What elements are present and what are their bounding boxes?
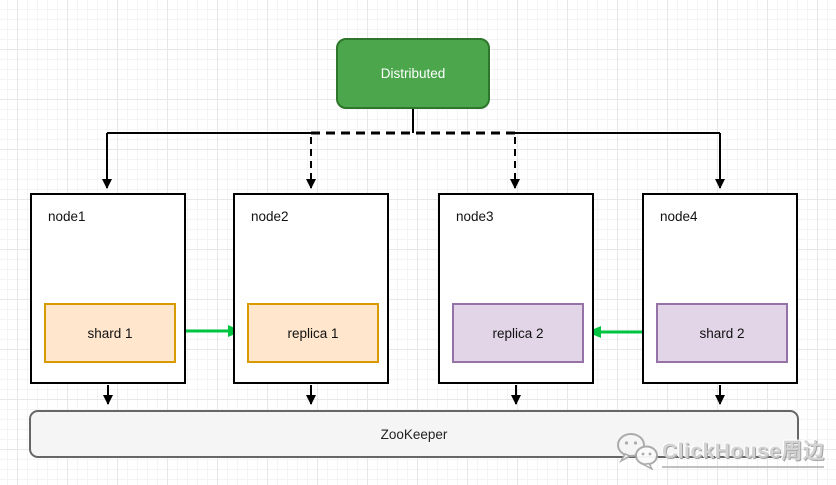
watermark: ClickHouse周边 (616, 430, 828, 472)
shard1-label: shard 1 (87, 325, 133, 341)
shard2-box: shard 2 (656, 303, 788, 363)
node4-label: node4 (660, 209, 698, 224)
watermark-text: ClickHouse周边 (662, 435, 825, 468)
replica2-box: replica 2 (452, 303, 584, 363)
node3-label: node3 (456, 209, 494, 224)
wechat-icon (617, 433, 658, 470)
distributed-label: Distributed (380, 66, 446, 81)
replica1-label: replica 1 (287, 325, 339, 341)
shard2-label: shard 2 (699, 325, 745, 341)
node1-label: node1 (48, 209, 86, 224)
node2-label: node2 (251, 209, 289, 224)
node2-box: node2 replica 1 (233, 193, 389, 384)
shard1-box: shard 1 (44, 303, 176, 363)
node4-box: node4 shard 2 (642, 193, 798, 384)
replica1-box: replica 1 (247, 303, 379, 363)
replica2-label: replica 2 (492, 325, 544, 341)
node3-box: node3 replica 2 (438, 193, 594, 384)
distributed-box: Distributed (336, 38, 490, 109)
zookeeper-label: ZooKeeper (380, 426, 448, 442)
zookeeper-bar: ZooKeeper (29, 410, 799, 458)
node1-box: node1 shard 1 (30, 193, 186, 384)
